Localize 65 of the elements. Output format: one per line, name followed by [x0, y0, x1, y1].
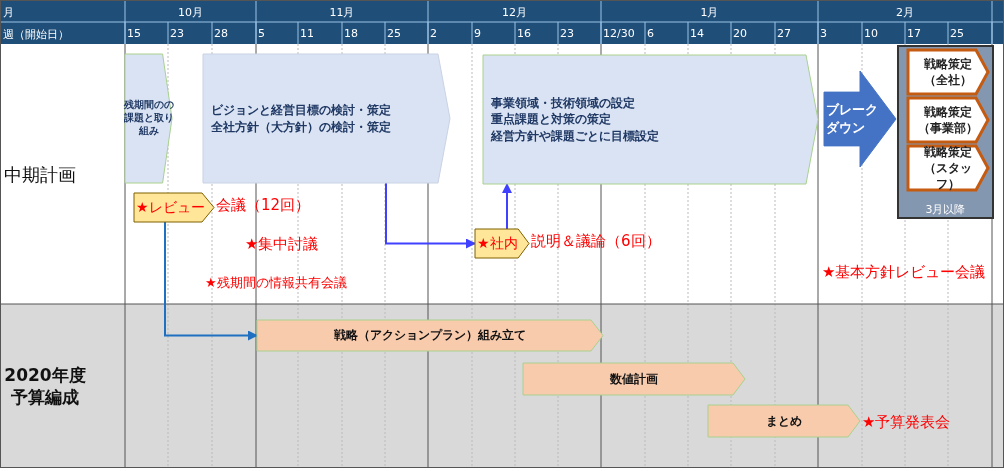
week-header: 3: [820, 27, 827, 40]
week-header: 15: [127, 27, 141, 40]
milestone-note: ★集中討議: [245, 235, 319, 254]
row-header: 2020年度予算編成: [3, 364, 87, 409]
milestone-text: ★レビュー: [136, 198, 205, 217]
task-label: 戦略策定（全社）: [923, 55, 973, 89]
connector-arrow: [164, 221, 258, 341]
milestone-tag: [475, 229, 529, 258]
milestone-tag: [134, 193, 214, 222]
strategy-arrow-shape: [908, 98, 988, 142]
task-label: ビジョンと経営目標の検討・策定: [211, 102, 391, 119]
milestone-text: 説明＆議論（6回）: [531, 232, 661, 251]
phase-arrow-shape: [125, 54, 172, 183]
week-header: 25: [950, 27, 964, 40]
period-note: 3月以降: [925, 203, 966, 218]
header-text: 月: [3, 5, 14, 20]
week-header: 28: [214, 27, 228, 40]
task-label: 事業領域・技術領域の設定: [491, 95, 635, 112]
task-label: 数値計画: [610, 370, 658, 388]
row-header: 中期計画: [4, 163, 76, 187]
week-header: 20: [733, 27, 747, 40]
month-header: 2月: [895, 5, 915, 20]
task-label: 重点課題と対策の策定: [491, 111, 611, 128]
week-header: 23: [170, 27, 184, 40]
week-header: 14: [690, 27, 704, 40]
task-bar: [708, 405, 860, 437]
week-header: 11: [300, 27, 314, 40]
week-header: 25: [387, 27, 401, 40]
milestone-text: 会議（12回）: [216, 196, 311, 215]
task-bar: [257, 320, 603, 351]
week-header: 2: [430, 27, 437, 40]
strategy-arrow-shape: [908, 146, 988, 190]
week-header: 17: [907, 27, 921, 40]
week-header: 9: [474, 27, 481, 40]
week-header: 18: [344, 27, 358, 40]
week-header: 12/30: [603, 27, 635, 40]
milestone-note: ★残期間の情報共有会議: [205, 274, 347, 292]
week-header: 23: [560, 27, 574, 40]
milestone-text: ★予算発表会: [862, 413, 951, 432]
month-header: 12月: [501, 5, 528, 20]
week-header: 16: [517, 27, 531, 40]
task-label: 全社方針（大方針）の検討・策定: [211, 118, 391, 135]
task-label: 戦略策定（スタッフ）: [923, 143, 973, 193]
breakdown-arrow-shape: [824, 71, 896, 167]
week-header: 10: [864, 27, 878, 40]
week-header: 27: [777, 27, 791, 40]
connector-arrow: [385, 182, 476, 249]
connector-arrow: [502, 183, 512, 230]
month-header: 11月: [328, 5, 356, 20]
week-header: 5: [258, 27, 265, 40]
milestone-note: ★基本方針レビュー会議: [822, 263, 986, 282]
task-label: 経営方針や課題ごとに目標設定: [491, 127, 659, 144]
task-bar: [523, 363, 745, 395]
month-header: 1月: [699, 5, 720, 20]
strategy-panel: [898, 46, 993, 218]
task-label: まとめ: [766, 412, 802, 430]
task-label: 戦略（アクションプラン）組み立て: [334, 327, 526, 344]
milestone-text: ★社内: [477, 234, 518, 253]
week-header: 6: [647, 27, 654, 40]
header-text: 週（開始日）: [3, 27, 69, 42]
month-header: 10月: [177, 5, 204, 20]
task-label: 残期間のの課題と取り組み: [123, 99, 174, 138]
task-label: 戦略策定（事業部）: [917, 103, 979, 137]
task-label: ブレークダウン: [825, 101, 879, 137]
strategy-arrow-shape: [908, 50, 988, 94]
